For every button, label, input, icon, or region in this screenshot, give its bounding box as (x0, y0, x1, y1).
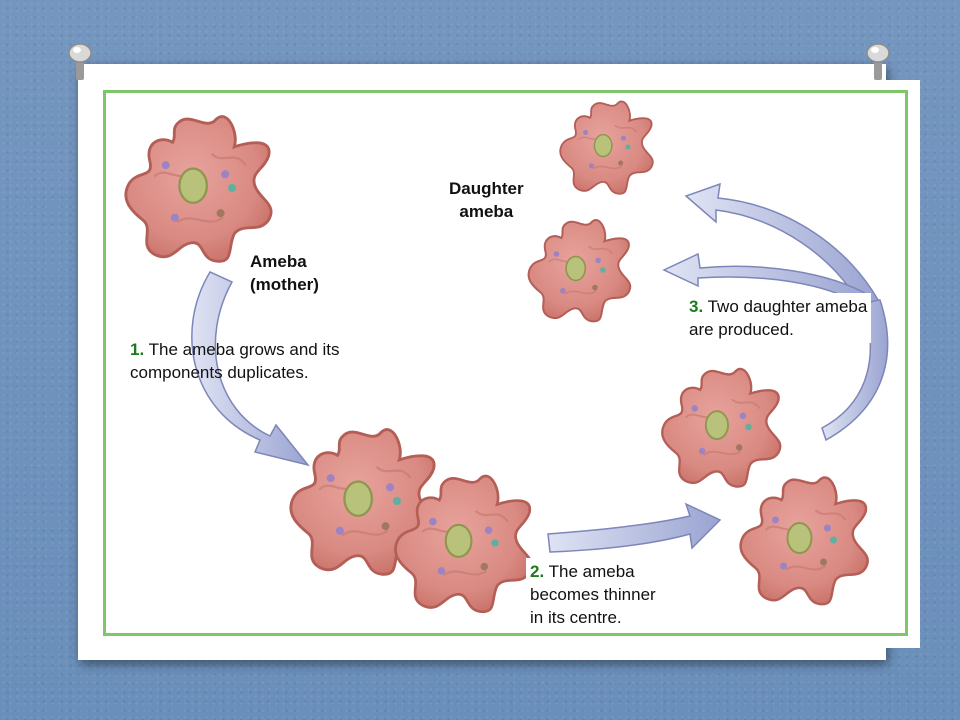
step-2-text: 2. The ameba becomes thinner in its cent… (526, 558, 660, 631)
daughter-ameba-top (558, 100, 655, 196)
step-2-line2: becomes thinner (530, 585, 656, 604)
daughter-label: Daughter ameba (449, 177, 524, 223)
step-3-text: 3. Two daughter ameba are produced. (685, 293, 872, 343)
pushpin-right-icon (866, 43, 890, 80)
slide-edge (880, 80, 920, 648)
diagram-frame (103, 90, 908, 636)
step-3-number: 3. (689, 297, 704, 316)
step-1-text: 1. The ameba grows and its components du… (130, 338, 340, 384)
step-2-line1: The ameba (548, 562, 635, 581)
mother-label-line1: Ameba (250, 252, 307, 271)
step-1-number: 1. (130, 340, 145, 359)
daughter-label-line1: Daughter (449, 179, 524, 198)
pushpin-left-icon (68, 43, 92, 80)
arrow-divide (547, 502, 722, 553)
arrow-produce-bottom (662, 252, 872, 308)
mother-label: Ameba (mother) (250, 250, 319, 296)
splitting-ameba-top (660, 367, 782, 489)
daughter-label-line2: ameba (459, 202, 514, 221)
step-1-line2: components duplicates. (130, 363, 309, 382)
step-3-line2: are produced. (689, 320, 794, 339)
mother-ameba (124, 115, 273, 263)
daughter-ameba-bottom (527, 218, 632, 323)
step-1-line1: The ameba grows and its (148, 340, 340, 359)
step-2-line3: in its centre. (530, 608, 622, 627)
mother-label-line2: (mother) (250, 275, 319, 294)
splitting-ameba-bottom (739, 476, 870, 606)
step-2-number: 2. (530, 562, 545, 581)
step-3-line1: Two daughter ameba (707, 297, 868, 316)
arrow-grow (191, 271, 310, 467)
